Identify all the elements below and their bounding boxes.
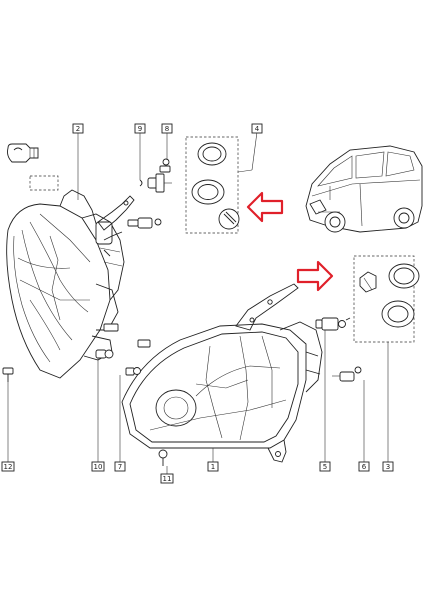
- cap-group-box-3: [353, 255, 415, 343]
- callout-1: 1: [207, 461, 219, 472]
- bulb-placeholder-box: [29, 175, 59, 191]
- screw-12-icon: [2, 367, 14, 382]
- right-headlamp: [121, 321, 323, 463]
- highlight-arrow-left: [246, 191, 284, 223]
- dust-cap-right-lower-icon: [381, 300, 415, 328]
- callout-3: 3: [382, 461, 394, 472]
- dust-cap-upper-icon: [197, 142, 227, 166]
- bulb-10-icon: [95, 349, 114, 359]
- callout-10: 10: [91, 461, 105, 472]
- bulb-7-icon: [125, 367, 141, 376]
- svg-text:1: 1: [211, 463, 215, 471]
- svg-text:3: 3: [386, 463, 390, 471]
- callout-5: 5: [319, 461, 331, 472]
- mounting-bracket-left: [97, 195, 135, 231]
- dust-cap-lower-icon: [191, 179, 225, 205]
- spare-bulb-icon: [7, 143, 39, 163]
- svg-text:4: 4: [255, 125, 260, 133]
- callout-9: 9: [134, 123, 146, 134]
- callout-6: 6: [358, 461, 370, 472]
- svg-text:11: 11: [163, 475, 172, 483]
- callout-12: 12: [1, 461, 15, 472]
- bulb-6-icon: [332, 366, 362, 382]
- car-illustration: [305, 145, 423, 233]
- bulb-9-icon: [139, 173, 172, 193]
- mounting-bracket-right: [235, 283, 299, 331]
- bulb-8-icon: [159, 158, 171, 173]
- highlight-arrow-right: [296, 260, 334, 292]
- bulb-label-7: [137, 339, 151, 348]
- bulb-5-icon: [315, 317, 351, 331]
- callout-4: 4: [251, 123, 263, 134]
- dust-cap-right-upper-icon: [388, 263, 420, 289]
- callout-8: 8: [161, 123, 173, 134]
- callout-7: 7: [114, 461, 126, 472]
- bulb-cover-icon: [218, 208, 240, 230]
- cap-group-box-4: [185, 136, 239, 234]
- left-headlamp: [6, 189, 125, 379]
- svg-text:10: 10: [94, 463, 103, 471]
- svg-text:6: 6: [362, 463, 367, 471]
- bulb-cover-right-icon: [359, 271, 377, 293]
- leader-lines: [7, 131, 389, 474]
- bulb-lower-left-icon: [127, 217, 162, 229]
- callout-11: 11: [160, 473, 174, 484]
- svg-text:7: 7: [118, 463, 122, 471]
- svg-text:2: 2: [76, 125, 80, 133]
- bulb-label-10: [103, 323, 119, 332]
- svg-text:9: 9: [138, 125, 142, 133]
- svg-text:12: 12: [4, 463, 13, 471]
- svg-text:5: 5: [323, 463, 327, 471]
- svg-text:8: 8: [165, 125, 169, 133]
- callout-2: 2: [72, 123, 84, 134]
- screw-11-icon: [158, 449, 168, 466]
